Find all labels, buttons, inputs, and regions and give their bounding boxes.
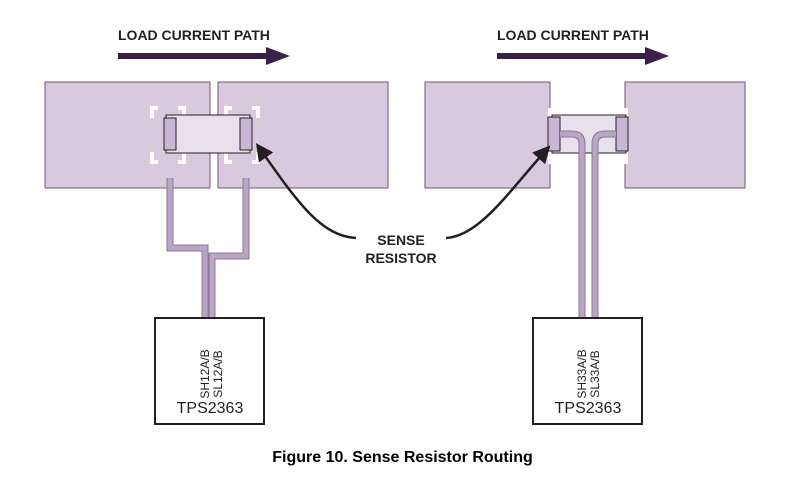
- callout-line-2: RESISTOR: [365, 250, 436, 266]
- right-load-arrow: [497, 47, 669, 65]
- right-example: LOAD CURRENT PATH SH33A/B SL33A/B TP: [424, 27, 746, 425]
- right-sense-traces: [560, 131, 616, 318]
- left-sense-traces: [167, 178, 249, 318]
- figure-caption: Figure 10. Sense Resistor Routing: [272, 449, 533, 466]
- callout-arrow-right: [445, 145, 551, 240]
- left-chip-label: TPS2363: [177, 400, 244, 417]
- left-load-arrow: [118, 47, 290, 65]
- left-pin-sh-label: SH12A/B: [198, 349, 212, 398]
- right-pin-sh-label: SH33A/B: [575, 349, 589, 398]
- right-load-current-label: LOAD CURRENT PATH: [497, 27, 649, 43]
- right-trace-outlines: [560, 130, 616, 318]
- sense-resistor-callout: SENSE RESISTOR: [255, 143, 551, 266]
- right-copper-pad-a: [424, 81, 551, 189]
- right-controller-box: [532, 317, 643, 425]
- right-pin-sl-label: SL33A/B: [588, 350, 602, 397]
- left-load-current-label: LOAD CURRENT PATH: [118, 27, 270, 43]
- left-controller-box: [154, 317, 265, 425]
- callout-arrow-left: [255, 143, 357, 240]
- left-pin-sl-label: SL12A/B: [211, 350, 225, 397]
- left-trace-outlines: [166, 178, 250, 318]
- callout-line-1: SENSE: [377, 232, 424, 248]
- left-example: LOAD CURRENT PATH: [44, 27, 389, 425]
- left-sense-resistor: [163, 114, 253, 154]
- right-copper-pad-b: [624, 81, 746, 189]
- right-chip-label: TPS2363: [555, 400, 622, 417]
